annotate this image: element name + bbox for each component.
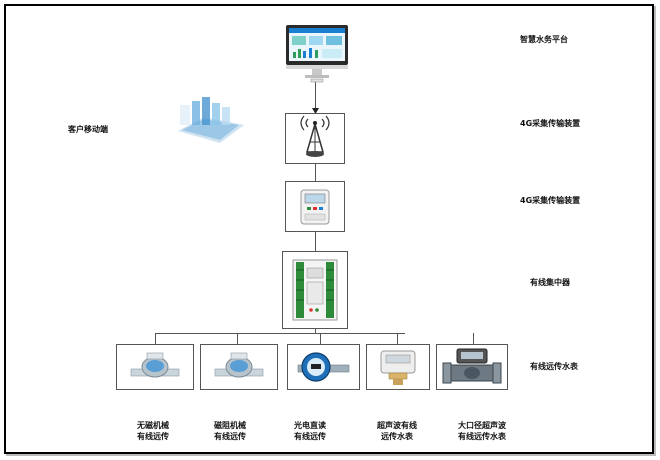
meter-caption-line: 远传水表 — [381, 432, 413, 441]
meter-drop-1 — [155, 333, 156, 344]
connector-concentrator-bus — [315, 329, 316, 333]
meter-caption-line: 大口径超声波 — [458, 421, 506, 430]
gateway-box — [285, 113, 345, 164]
meter-box-1 — [116, 344, 194, 390]
meter-drop-3 — [320, 333, 321, 344]
collector-label: 4G采集传输装置 — [520, 196, 581, 205]
meter-caption-4: 超声波有线 远传水表 — [357, 420, 437, 442]
meter-caption-line: 磁阻机械 — [214, 421, 246, 430]
meter-caption-2: 磁阻机械 有线远传 — [190, 420, 270, 442]
meter-caption-line: 有线远传 — [214, 432, 246, 441]
meter-bus — [155, 333, 405, 334]
collector-device-icon — [300, 189, 330, 225]
meter-caption-1: 无磁机械 有线远传 — [113, 420, 193, 442]
connector-collector-concentrator — [315, 232, 316, 251]
collector-box — [285, 181, 345, 232]
diagram-frame — [4, 4, 654, 454]
concentrator-box — [282, 251, 348, 329]
meter-caption-line: 无磁机械 — [137, 421, 169, 430]
connector-platform-gateway — [315, 82, 316, 110]
meter-caption-line: 有线远传水表 — [458, 432, 506, 441]
mechanical-water-meter-icon — [214, 352, 264, 378]
meter-caption-line: 光电直读 — [294, 421, 326, 430]
mechanical-water-meter-icon — [130, 352, 180, 378]
meter-box-3 — [287, 344, 360, 390]
meter-box-5 — [436, 344, 508, 390]
platform-monitor-icon — [285, 24, 349, 84]
meter-caption-line: 有线远传 — [137, 432, 169, 441]
large-ultrasonic-water-meter-icon — [442, 348, 502, 384]
meter-drop-2 — [237, 333, 238, 344]
ultrasonic-water-meter-icon — [380, 350, 416, 385]
concentrator-label: 有线集中器 — [530, 278, 570, 287]
meter-drop-5 — [473, 333, 474, 344]
concentrator-device-icon — [292, 259, 338, 321]
meter-caption-line: 有线远传 — [294, 432, 326, 441]
meter-drop-4 — [397, 333, 398, 344]
meter-caption-line: 超声波有线 — [377, 421, 417, 430]
meter-box-4 — [366, 344, 430, 390]
photoelectric-water-meter-icon — [297, 352, 350, 382]
meter-caption-5: 大口径超声波 有线远传水表 — [442, 420, 522, 442]
meters-label: 有线远传水表 — [530, 362, 578, 371]
gateway-label: 4G采集传输装置 — [520, 119, 581, 128]
meter-box-2 — [200, 344, 278, 390]
mobile-tablet-icon — [176, 95, 246, 145]
antenna-tower-icon — [300, 115, 330, 157]
mobile-label: 客户移动端 — [68, 125, 108, 134]
connector-gateway-collector — [315, 164, 316, 181]
platform-label: 智慧水务平台 — [520, 35, 568, 44]
meter-caption-3: 光电直读 有线远传 — [270, 420, 350, 442]
